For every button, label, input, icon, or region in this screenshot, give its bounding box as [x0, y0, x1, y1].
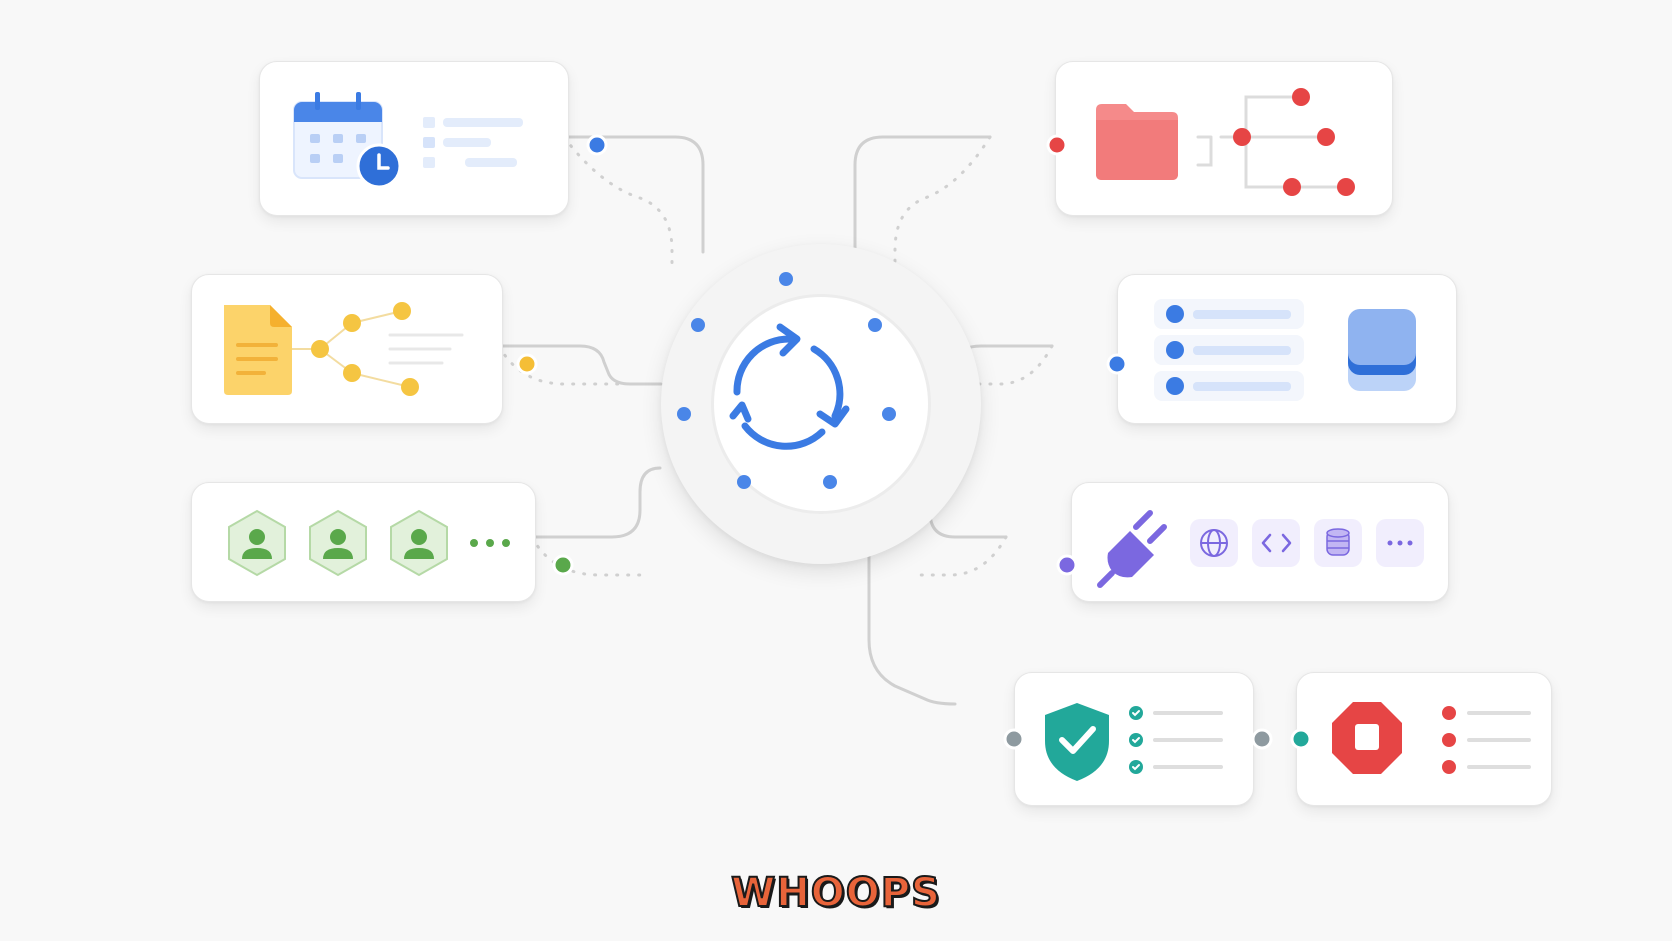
port-integrations: [1056, 554, 1078, 576]
more-users-dots: [470, 539, 510, 547]
schedule-detail-lines: [423, 117, 523, 168]
user-hexagon-icons: [228, 509, 448, 577]
connector-users: [530, 466, 662, 539]
port-users: [552, 554, 574, 576]
more-icon: [1387, 540, 1413, 546]
port-document-flow: [516, 353, 538, 375]
database-block-icon: [1348, 309, 1416, 391]
integrations-card[interactable]: [1071, 482, 1449, 602]
connector-folder-tree: [853, 135, 992, 254]
users-card[interactable]: [191, 482, 536, 602]
orbit-node: [677, 407, 691, 421]
plug-icon: [1097, 510, 1167, 588]
integration-chips: [1190, 519, 1424, 567]
hub-orbit-nodes: [677, 272, 896, 489]
orbit-node: [882, 407, 896, 421]
orbit-node: [823, 475, 837, 489]
shield-check-icon: [1045, 703, 1109, 781]
sync-cycle-icon: [729, 323, 850, 450]
code-icon: [1261, 533, 1292, 553]
dotted-connector-document-flow: [497, 344, 622, 386]
user-hexagon-icon: [228, 509, 286, 577]
connector-schedule: [562, 135, 705, 254]
orbit-node: [737, 475, 751, 489]
dotted-connector-data-list: [938, 344, 1054, 386]
port-data-list: [1106, 353, 1128, 375]
connector-document-flow: [497, 344, 663, 386]
calendar-clock-icon: [293, 92, 402, 189]
document-icon: [224, 305, 292, 395]
port-security-out: [1251, 728, 1273, 750]
orbit-node: [691, 318, 705, 332]
user-hexagon-icon: [390, 509, 448, 577]
database-icon: [1326, 528, 1350, 556]
port-schedule: [586, 134, 608, 156]
globe-icon: [1200, 529, 1228, 557]
data-list-card[interactable]: [1117, 274, 1457, 424]
folder-tree-card[interactable]: [1055, 61, 1393, 216]
stop-card[interactable]: [1296, 672, 1552, 806]
schedule-card[interactable]: [259, 61, 569, 216]
orbit-node: [779, 272, 793, 286]
port-folder-tree: [1046, 134, 1068, 156]
security-card[interactable]: [1014, 672, 1254, 806]
user-hexagon-icon: [309, 509, 367, 577]
dotted-connector-schedule: [562, 135, 674, 272]
stop-sign-icon: [1332, 702, 1402, 774]
folder-icon: [1096, 104, 1178, 180]
port-stop-in: [1290, 728, 1312, 750]
brand-wordmark: WHOOPS: [730, 869, 941, 917]
orbit-node: [868, 318, 882, 332]
dotted-connector-folder-tree: [893, 135, 992, 272]
document-branch-tree: [292, 302, 464, 396]
folder-branch-tree: [1196, 88, 1355, 196]
connector-security: [867, 510, 957, 706]
data-list-rows: [1154, 299, 1304, 401]
stop-list: [1442, 706, 1531, 774]
document-flow-card[interactable]: [191, 274, 503, 424]
port-security-in: [1003, 728, 1025, 750]
security-checklist: [1129, 706, 1223, 774]
